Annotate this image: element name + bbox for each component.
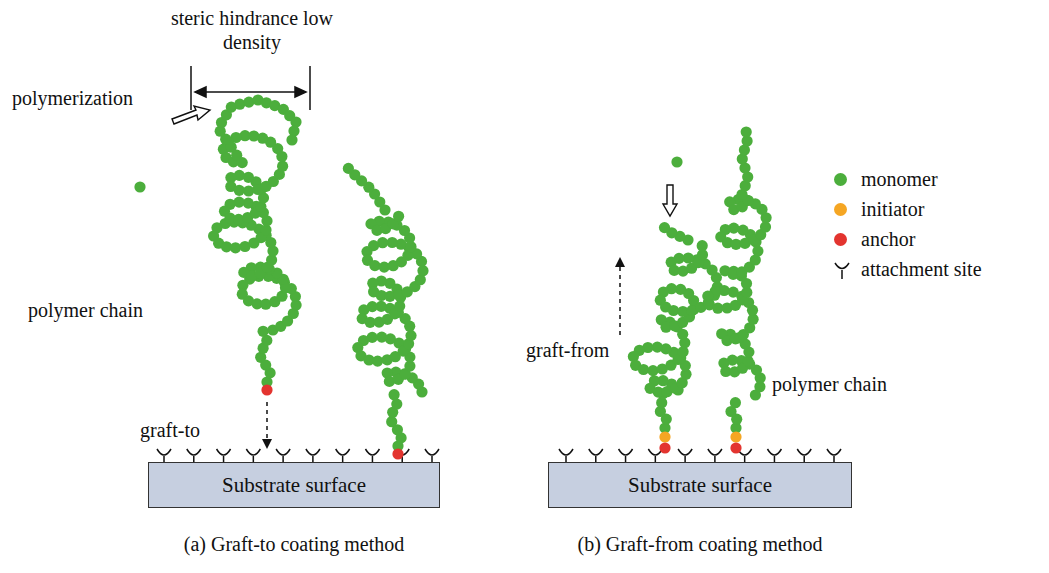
- monomer: [391, 399, 402, 410]
- attachment-site: [648, 449, 662, 462]
- caption: (b) Graft-from coating method: [578, 532, 823, 556]
- monomer: [405, 330, 416, 341]
- legend-swatch: [834, 233, 847, 246]
- monomer: [393, 211, 404, 222]
- dimension-bracket: [191, 66, 310, 110]
- monomer: [134, 181, 145, 192]
- attachment-site: [619, 449, 633, 462]
- step-label: polymerization: [12, 86, 133, 110]
- monomer: [730, 397, 741, 408]
- monomer: [258, 326, 269, 337]
- dashed-arrow: [619, 258, 621, 335]
- anchor: [730, 442, 741, 453]
- legend-label: anchor: [861, 228, 915, 251]
- attachment-site-symbol: [834, 260, 850, 280]
- hollow-arrow: [172, 106, 210, 124]
- attachment-site: [157, 449, 171, 462]
- anchor: [659, 442, 670, 453]
- initiator: [659, 431, 670, 442]
- monomer: [737, 225, 748, 236]
- monomer: [389, 389, 400, 400]
- part-label: polymer chain: [28, 298, 143, 322]
- monomer: [659, 222, 670, 233]
- attachment-site: [827, 449, 841, 462]
- monomer: [697, 240, 708, 251]
- caption: (a) Graft-to coating method: [184, 532, 404, 556]
- dimension-label: steric hindrance low density: [167, 6, 337, 54]
- substrate-box: Substrate surface: [148, 462, 440, 508]
- initiator: [730, 431, 741, 442]
- attachment-site: [559, 449, 573, 462]
- attachment-site: [217, 449, 231, 462]
- dashed-arrow: [266, 402, 268, 448]
- part-label: polymer chain: [772, 372, 887, 396]
- legend-row: anchor: [834, 228, 915, 251]
- legend-swatch: [834, 173, 847, 186]
- step-label: graft-from: [526, 338, 609, 362]
- attachment-site: [336, 449, 350, 462]
- attachment-site: [678, 449, 692, 462]
- attachment-site: [589, 449, 603, 462]
- attachment-site: [797, 449, 811, 462]
- attachment-site: [767, 449, 781, 462]
- legend-row: initiator: [834, 198, 924, 221]
- attachment-site: [246, 449, 260, 462]
- attachment-site: [425, 449, 439, 462]
- monomer: [230, 242, 241, 253]
- legend-label: initiator: [861, 198, 924, 221]
- monomer: [277, 161, 288, 172]
- monomer: [376, 332, 387, 343]
- monomer: [343, 163, 354, 174]
- attachment-site: [187, 449, 201, 462]
- attachment-site: [306, 449, 320, 462]
- legend-row: attachment site: [834, 258, 982, 281]
- monomer: [741, 126, 752, 137]
- monomer: [647, 365, 658, 376]
- monomer: [286, 134, 297, 145]
- monomer: [638, 364, 649, 375]
- box-label: Substrate surface: [628, 473, 772, 498]
- box-label: Substrate surface: [222, 473, 366, 498]
- legend-label: attachment site: [861, 258, 982, 281]
- substrate-box: Substrate surface: [548, 462, 852, 508]
- monomer: [671, 156, 682, 167]
- attachment-site: [276, 449, 290, 462]
- step-label: graft-to: [140, 418, 200, 442]
- monomer: [372, 356, 383, 367]
- legend-row: monomer: [834, 168, 938, 191]
- attachment-site: [365, 449, 379, 462]
- anchor: [392, 448, 403, 459]
- legend-label: monomer: [861, 168, 938, 191]
- monomer: [387, 237, 398, 248]
- monomer: [243, 185, 254, 196]
- hollow-arrow: [663, 185, 677, 216]
- attachment-site: [708, 449, 722, 462]
- anchor: [261, 384, 272, 395]
- legend-swatch: [834, 203, 847, 216]
